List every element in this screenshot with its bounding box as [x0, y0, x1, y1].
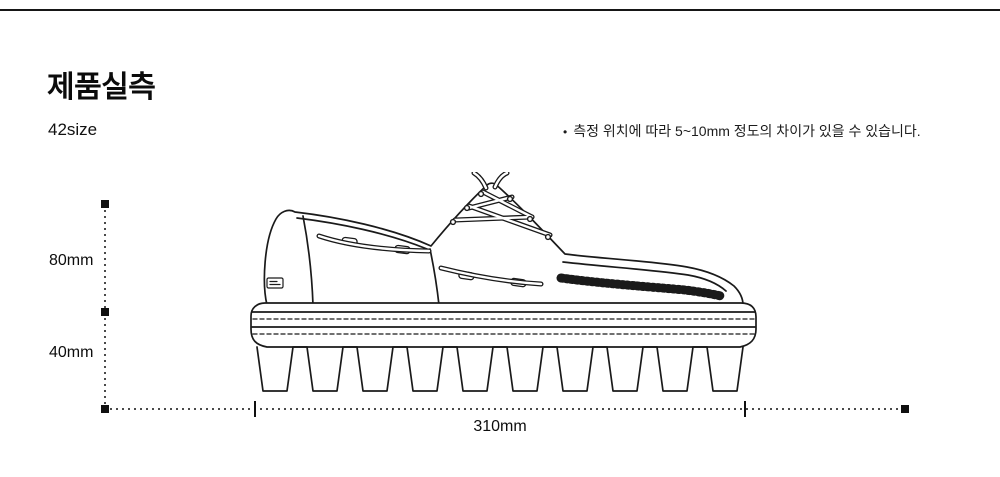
- section-title: 제품실측: [47, 71, 156, 105]
- handsewn-stitch-band: [556, 273, 726, 301]
- bullet-icon: •: [563, 125, 568, 139]
- shoe-sole: [250, 302, 757, 392]
- lug-tread: [256, 346, 744, 392]
- shoe-illustration: [250, 172, 757, 392]
- dimension-marker-bottom-left: [101, 405, 109, 413]
- section-divider: [0, 9, 1000, 11]
- shoe-upper: [263, 172, 744, 306]
- heel-tag: [266, 277, 284, 289]
- quarter-seam: [429, 248, 440, 306]
- dimension-marker-bottom-right: [901, 405, 909, 413]
- moc-seam: [562, 261, 727, 292]
- size-label: 42size: [48, 120, 98, 139]
- length-tick-right: [744, 401, 746, 417]
- measurement-note: • 측정 위치에 따라 5~10mm 정도의 차이가 있을 수 있습니다.: [563, 121, 921, 141]
- heel-seam: [302, 215, 314, 306]
- dimension-marker-top: [101, 200, 109, 208]
- vertical-dimension-line: [104, 204, 106, 410]
- measurement-note-text: 측정 위치에 따라 5~10mm 정도의 차이가 있을 수 있습니다.: [573, 123, 921, 139]
- collar-line: [296, 217, 428, 250]
- horizontal-dimension-line: [104, 408, 906, 410]
- laces-core: [317, 172, 552, 286]
- dimension-marker-middle: [101, 308, 109, 316]
- eyelets: [449, 190, 552, 241]
- sole-height-label: 40mm: [49, 344, 94, 361]
- length-tick-left: [254, 401, 256, 417]
- length-label: 310mm: [473, 418, 527, 435]
- upper-height-label: 80mm: [49, 252, 94, 269]
